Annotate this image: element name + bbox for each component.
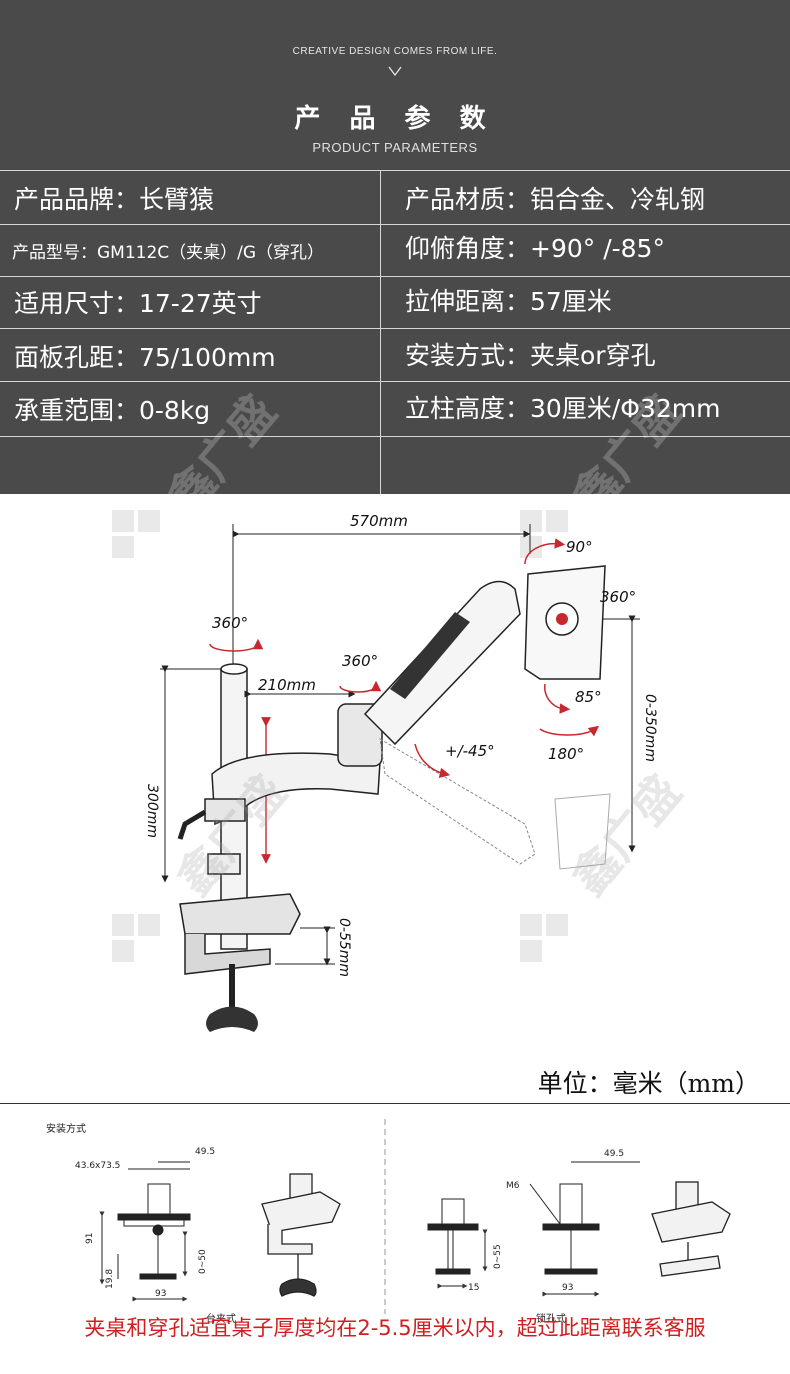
header-banner: CREATIVE DESIGN COMES FROM LIFE. 产 品 参 数… xyxy=(0,0,790,170)
clamp-dim-d1: 43.6x73.5 xyxy=(75,1161,120,1171)
table-divider xyxy=(0,170,790,171)
grommet-dim-d2: 49.5 xyxy=(604,1149,624,1159)
rot-360-joint-label: 360° xyxy=(342,652,378,670)
table-divider xyxy=(0,276,790,277)
vesa-plate-ghost xyxy=(554,793,611,870)
dim-0-55-label: 0-55mm xyxy=(336,918,352,977)
grommet-dim-d5: 93 xyxy=(562,1283,573,1293)
monitor-arm-diagram: 570mm 360° 300mm 210mm 360° +/-45° 90° 3… xyxy=(0,494,790,1064)
clamp-dim-d3: 91 xyxy=(85,1233,95,1244)
tension-handle xyxy=(177,809,207,840)
grommet-3d-sketch xyxy=(651,1181,731,1277)
param-vesa: 面板孔距：75/100mm xyxy=(14,343,276,372)
dim-300-label: 300mm xyxy=(144,784,160,838)
arm-ghost xyxy=(379,738,536,865)
clamp-dim-d6: 93 xyxy=(155,1289,166,1299)
chevron-down-icon xyxy=(388,66,402,77)
param-material: 产品材质：铝合金、冷轧钢 xyxy=(405,185,706,214)
clamp-dim-d5: 0~50 xyxy=(198,1249,208,1274)
clamp-knob xyxy=(206,1006,258,1032)
watermark-block xyxy=(112,510,568,962)
install-section-title: 安装方式 xyxy=(46,1122,86,1135)
table-divider xyxy=(0,224,790,225)
param-tilt: 仰俯角度：+90° /-85° xyxy=(405,234,665,263)
grommet-dim-m6: M6 xyxy=(506,1181,520,1191)
unit-label: 单位：毫米（mm） xyxy=(537,1069,760,1098)
grommet-drawing-side xyxy=(529,1161,640,1297)
dim-0-350-label: 0-350mm xyxy=(642,694,658,762)
page-title: 产 品 参 数 xyxy=(294,104,496,134)
upper-arm xyxy=(363,580,521,746)
table-divider xyxy=(0,381,790,382)
rot-360-pole-label: 360° xyxy=(212,614,248,632)
arm-cover xyxy=(390,612,470,699)
page-subtitle: PRODUCT PARAMETERS xyxy=(312,140,478,155)
grommet-dim-d3: 0~55 xyxy=(493,1244,503,1269)
table-divider xyxy=(0,436,790,437)
param-model: 产品型号：GM112C（夹桌）/G（穿孔） xyxy=(12,243,325,263)
clamp-dim-d4: 19.8 xyxy=(105,1269,115,1289)
tilt-90-label: 90° xyxy=(566,538,593,556)
table-divider xyxy=(0,328,790,329)
grommet-dim-d4: 15 xyxy=(468,1283,479,1293)
clamp-label: 台夹式 xyxy=(206,1312,236,1324)
table-column-divider xyxy=(380,170,381,494)
param-extension: 拉伸距离：57厘米 xyxy=(405,287,612,316)
param-mount-type: 安装方式：夹桌or穿孔 xyxy=(405,341,656,370)
clamp-drawing xyxy=(99,1161,191,1302)
param-screen-size: 适用尺寸：17-27英寸 xyxy=(14,289,262,318)
pole-collar xyxy=(204,798,246,822)
dim-570-label: 570mm xyxy=(350,512,408,530)
clamp-3d-sketch xyxy=(261,1173,341,1297)
rot-180-label: 180° xyxy=(548,745,584,763)
clamp-body xyxy=(184,934,271,975)
param-brand: 产品品牌：长臂猿 xyxy=(14,185,215,214)
arm-45-label: +/-45° xyxy=(445,742,495,760)
grommet-label: 锁孔式 xyxy=(536,1312,566,1324)
tilt-85-label: 85° xyxy=(575,688,602,706)
section-divider xyxy=(0,1103,790,1104)
tagline: CREATIVE DESIGN COMES FROM LIFE. xyxy=(292,46,498,57)
installation-drawings: 安装方式 43.6x73.5 49.5 91 19.8 0~50 93 台夹式 xyxy=(46,1119,731,1324)
dim-210-label: 210mm xyxy=(258,676,316,694)
param-load: 承重范围：0-8kg xyxy=(14,396,211,425)
param-pole-height: 立柱高度：30厘米/Φ32mm xyxy=(405,394,721,423)
clamp-base xyxy=(179,893,301,935)
lower-arm xyxy=(211,752,381,826)
footer-note: 夹桌和穿孔适宜桌子厚度均在2-5.5厘米以内，超过此距离联系客服 xyxy=(84,1316,706,1340)
rot-360-head-label: 360° xyxy=(600,588,636,606)
clamp-dim-d2: 49.5 xyxy=(195,1147,215,1157)
grommet-drawing-front xyxy=(427,1198,488,1289)
